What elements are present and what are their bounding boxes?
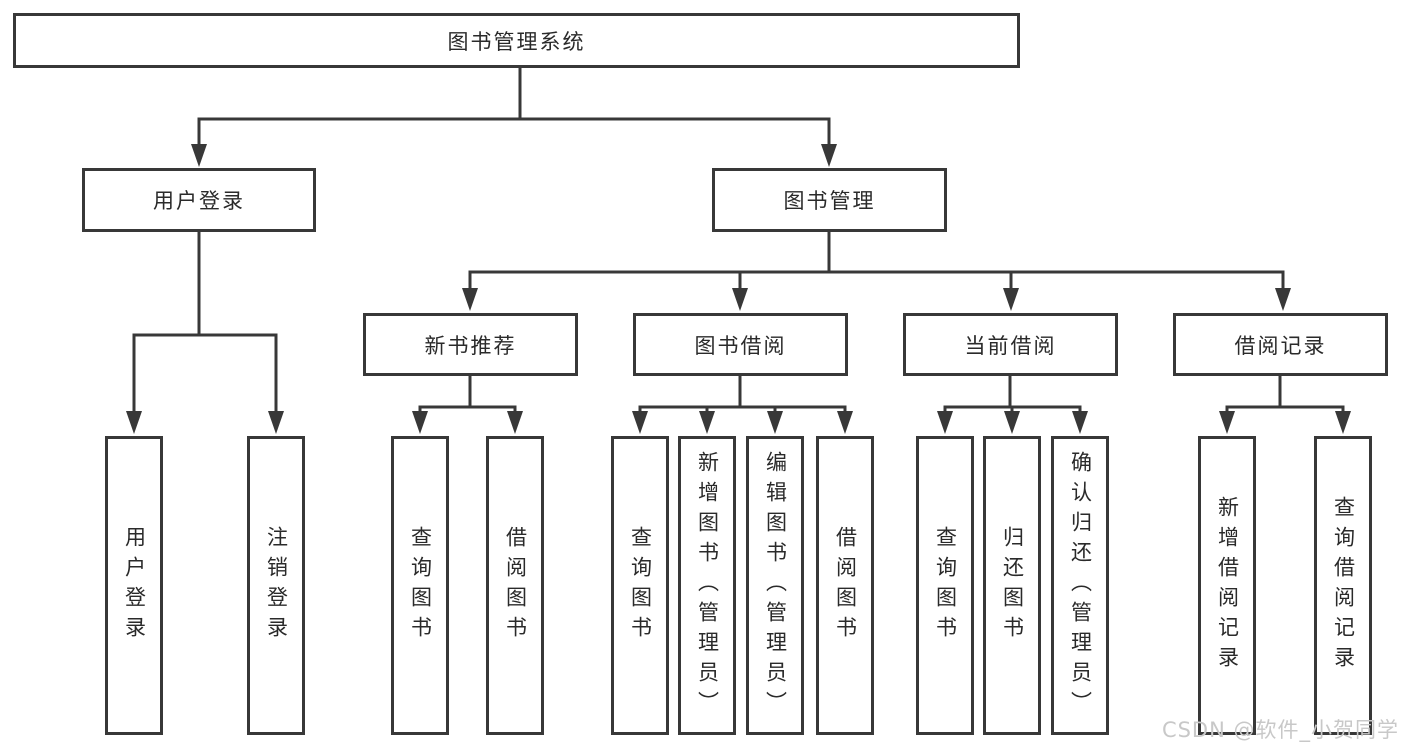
node-label: 编辑图书（管理员） [763,450,788,721]
arrowhead-icons [126,144,1351,434]
leaf-user-login: 用户登录 [105,436,163,735]
node-label: 用户登录 [153,189,245,213]
leaf-borrow-books: 借阅图书 [816,436,874,735]
node-label: 查询图书 [933,525,958,646]
node-label: 借阅图书 [833,525,858,646]
leaf-query-books-recommend: 查询图书 [391,436,449,735]
node-label: 借阅记录 [1234,333,1327,358]
node-book-management: 图书管理 [712,168,947,232]
leaf-borrow-books-recommend: 借阅图书 [486,436,544,735]
node-label: 借阅图书 [503,525,528,646]
node-label: 确认归还（管理员） [1068,450,1093,721]
leaf-return-books: 归还图书 [983,436,1041,735]
node-label: 新书推荐 [424,333,517,358]
node-label: 查询借阅记录 [1331,495,1356,676]
node-label: 用户登录 [122,525,147,646]
node-user-login: 用户登录 [82,168,316,232]
leaf-query-borrow-record: 查询借阅记录 [1314,436,1372,735]
leaf-logout: 注销登录 [247,436,305,735]
node-label: 查询图书 [628,525,653,646]
leaf-edit-book-admin: 编辑图书（管理员） [746,436,804,735]
node-label: 新增借阅记录 [1215,495,1240,676]
node-label: 当前借阅 [964,333,1057,358]
node-new-book-recommendation: 新书推荐 [363,313,578,376]
node-borrowing-records: 借阅记录 [1173,313,1388,376]
node-label: 新增图书（管理员） [695,450,720,721]
node-label: 图书借阅 [694,333,787,358]
leaf-query-books-current: 查询图书 [916,436,974,735]
node-current-borrowing: 当前借阅 [903,313,1118,376]
node-label: 注销登录 [264,525,289,646]
leaf-confirm-return-admin: 确认归还（管理员） [1051,436,1109,735]
node-book-borrowing: 图书借阅 [633,313,848,376]
leaf-query-books-borrowing: 查询图书 [611,436,669,735]
node-label: 图书管理 [783,189,876,213]
node-label: 图书管理系统 [447,29,586,54]
node-label: 查询图书 [408,525,433,646]
leaf-add-borrow-record: 新增借阅记录 [1198,436,1256,735]
csdn-watermark: CSDN @软件_小贺同学 [1161,718,1399,742]
node-label: 归还图书 [1000,525,1025,646]
leaf-add-book-admin: 新增图书（管理员） [678,436,736,735]
node-library-management-system: 图书管理系统 [13,13,1020,68]
